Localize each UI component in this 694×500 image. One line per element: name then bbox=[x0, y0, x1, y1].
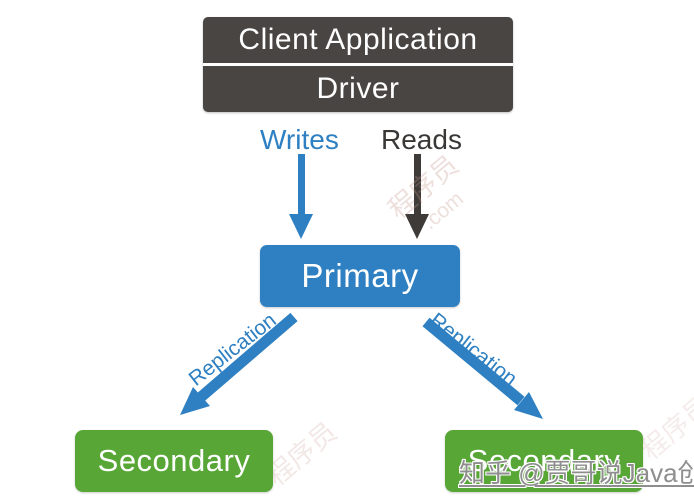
secondary-label-right: Secondary bbox=[467, 443, 621, 478]
driver-label: Driver bbox=[316, 72, 400, 105]
faint-watermark: 程序员 .com bbox=[382, 149, 483, 247]
secondary-node-left: Secondary bbox=[75, 430, 273, 492]
writes-arrow bbox=[289, 154, 313, 239]
replication-label-left: Replication bbox=[184, 308, 281, 391]
zhihu-watermark: 知乎 @贾哥说Java创业 bbox=[459, 458, 694, 488]
client-application-driver-box: Client Application Driver bbox=[203, 17, 513, 112]
secondary-label-left: Secondary bbox=[97, 443, 251, 478]
client-application-label: Client Application bbox=[238, 23, 478, 56]
primary-label: Primary bbox=[301, 257, 419, 294]
faint-watermark: 程序员 bbox=[261, 416, 345, 494]
reads-label: Reads bbox=[381, 124, 462, 155]
writes-label: Writes bbox=[260, 124, 339, 155]
box-divider bbox=[203, 63, 513, 66]
primary-node: Primary bbox=[260, 245, 460, 307]
replication-label-right: Replication bbox=[425, 308, 522, 391]
secondary-node-right: Secondary bbox=[445, 430, 643, 492]
faint-watermark-text: 程序员 bbox=[261, 416, 343, 492]
